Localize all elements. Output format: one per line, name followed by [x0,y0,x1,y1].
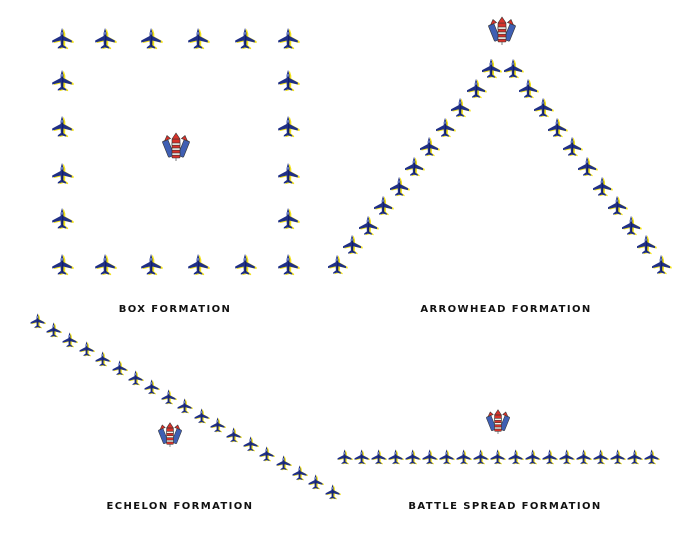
box-plane-icon [52,70,74,92]
box-plane-icon [235,28,257,50]
echelon-plane-icon [95,350,111,366]
echelon-plane-icon [112,360,128,376]
battle-spread-plane-icon [508,448,524,464]
echelon-plane-icon [144,379,161,395]
echelon-plane-icon [30,312,46,328]
arrowhead-plane-icon [563,137,583,157]
echelon-plane-icon [177,398,193,414]
echelon-plane-icon [243,436,259,452]
battle-spread-plane-icon [627,448,643,464]
battle-spread-plane-icon [644,448,661,464]
echelon-plane-icon [276,455,292,471]
arrowhead-plane-icon [374,196,394,216]
battle-spread-plane-icon [610,448,626,464]
battle-spread-plane-icon [388,448,404,464]
arrowhead-plane-icon [592,176,613,196]
arrowhead-plane-icon [578,156,598,177]
arrowhead-plane-icon [637,235,657,255]
box-plane-icon [95,254,117,276]
box-plane-icon [52,28,74,50]
echelon-plane-icon [128,369,144,385]
box-plane-icon [188,28,210,50]
arrowhead-plane-icon [548,117,569,138]
arrowhead-plane-icon [622,215,643,236]
echelon-rocket-icon [158,422,182,447]
battle-spread-plane-icon [525,448,541,464]
box-rocket-icon [162,132,190,161]
battle-spread-plane-icon [354,448,370,464]
echelon-plane-icon [46,322,62,338]
box-plane-icon [141,28,163,50]
box-plane-icon [141,254,163,276]
box-plane-icon [95,28,117,50]
echelon-plane-icon [210,417,226,433]
battle-spread-plane-icon [337,448,353,464]
box-plane-icon [278,28,300,50]
battle-spread-plane-icon [473,448,490,464]
battle-spread-plane-icon [490,448,507,464]
arrowhead-rocket-icon [488,16,516,45]
arrowhead-plane-icon [405,156,425,177]
box-plane-icon [235,254,257,276]
arrowhead-plane-icon [328,254,348,275]
arrowhead-plane-icon [389,176,410,196]
arrowhead-plane-icon [533,98,554,118]
arrowhead-plane-icon [607,196,628,216]
battle-spread-plane-icon [542,448,558,464]
battle-spread-plane-icon [371,448,387,464]
battle-spread-plane-icon [593,448,609,464]
box-plane-icon [188,254,210,276]
arrowhead-plane-icon [435,117,456,138]
echelon-plane-icon [259,445,275,461]
echelon-plane-icon [161,388,177,404]
battle-spread-plane-icon [559,448,575,464]
box-plane-icon [278,70,300,92]
arrowhead-plane-icon [482,58,502,79]
battle-spread-plane-icon [405,448,421,464]
box-plane-icon [52,208,74,230]
battle-spread-plane-icon [439,448,455,464]
battle-spread-plane-icon [576,448,592,464]
box-plane-icon [278,254,300,276]
box-plane-icon [278,163,300,185]
box-plane-icon [52,116,74,138]
echelon-formation-label: ECHELON FORMATION [106,501,254,512]
arrowhead-plane-icon [358,215,379,236]
battle-spread-plane-icon [422,448,438,464]
arrowhead-plane-icon [343,235,364,255]
battle-spread-rocket-icon [486,409,510,434]
arrowhead-plane-icon [420,137,441,157]
echelon-plane-icon [194,407,210,423]
arrowhead-plane-icon [504,58,524,79]
box-plane-icon [278,116,300,138]
box-plane-icon [52,163,74,185]
battle-spread-plane-icon [456,448,472,464]
echelon-plane-icon [292,464,308,480]
arrowhead-plane-icon [451,98,471,118]
arrowhead-plane-icon [466,78,487,98]
battle-spread-formation-label: BATTLE SPREAD FORMATION [408,501,602,512]
echelon-plane-icon [226,426,243,442]
arrowhead-plane-icon [652,254,672,275]
box-plane-icon [52,254,74,276]
echelon-plane-icon [79,341,95,357]
echelon-plane-icon [325,483,341,499]
echelon-plane-icon [308,474,325,490]
box-formation-label: BOX FORMATION [118,304,232,315]
echelon-plane-icon [62,331,79,347]
arrowhead-formation-label: ARROWHEAD FORMATION [420,304,592,315]
arrowhead-plane-icon [518,78,539,98]
box-plane-icon [278,208,300,230]
